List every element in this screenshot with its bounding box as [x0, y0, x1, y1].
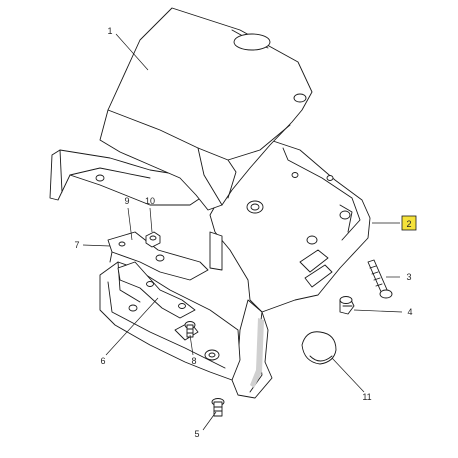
- callout-9: 9: [124, 196, 129, 206]
- callout-2-highlight: [401, 215, 417, 231]
- callout-8: 8: [191, 356, 196, 366]
- callout-10: 10: [145, 196, 155, 206]
- leader-lines: [82, 33, 403, 431]
- part-8-screw: [184, 321, 196, 338]
- callout-1: 1: [107, 26, 112, 36]
- part-1-cover: [99, 7, 313, 271]
- callout-labels: 1 2 3 4 5 6 7 8 9 10 11: [74, 26, 417, 439]
- callout-11: 11: [362, 392, 371, 402]
- part-2-bracket: [49, 139, 371, 399]
- callout-4: 4: [407, 307, 412, 317]
- callout-6: 6: [100, 356, 105, 366]
- part-5-screw: [211, 398, 225, 417]
- part-6-clamp: [117, 261, 196, 319]
- part-3-bolt: [367, 259, 393, 299]
- callout-2: 2: [406, 219, 411, 229]
- callout-3: 3: [406, 272, 411, 282]
- part-10-nut: [145, 231, 161, 248]
- callout-5: 5: [194, 429, 199, 439]
- callout-7: 7: [74, 240, 79, 250]
- part-4-screw: [339, 296, 355, 315]
- part-11-cap: [301, 331, 337, 365]
